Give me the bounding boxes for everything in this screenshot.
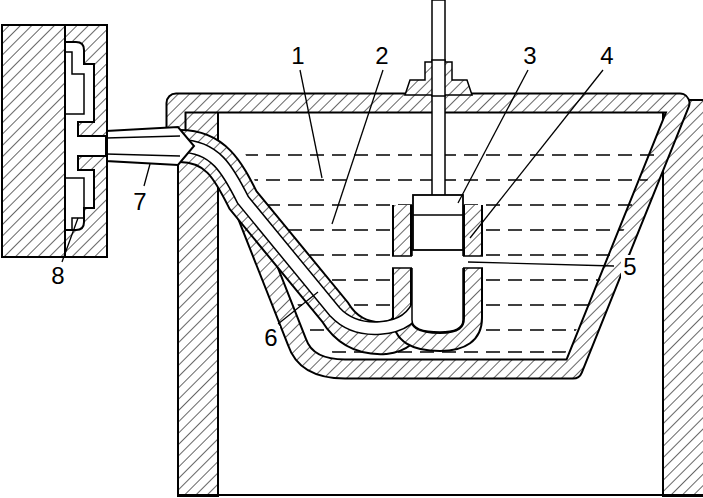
callout-number: 1 [289,44,306,68]
chamber [412,250,463,332]
nozzle-bore [106,154,180,156]
callout-wrap: 1 [289,44,306,68]
port-edge [392,255,412,257]
crucible-wall [176,103,680,369]
callout-number: 7 [131,190,148,214]
plunger-rod [432,0,445,196]
callout-number: 8 [49,264,66,288]
furnace-wall [663,100,703,496]
callout-wrap: 7 [131,190,148,214]
callout-number: 3 [521,44,538,68]
port-edge [463,267,483,269]
crucible [176,103,680,369]
moving-die [65,25,107,257]
leader-line [278,292,318,324]
leader-line [332,70,383,224]
leader-line [468,262,614,266]
gooseneck-outline [180,146,410,338]
inlet-port [390,256,414,268]
leader-line [458,70,528,203]
callout-wrap: 2 [373,44,390,68]
leader-line [62,218,78,262]
nozzle-bore [106,136,180,138]
furnace-base [178,494,703,496]
leader-line [144,164,150,186]
metal-line [200,351,700,352]
port-edge [463,255,483,257]
plunger-ring [413,214,463,216]
callout-number: 6 [262,326,279,350]
callout-wrap: 8 [49,264,66,288]
die-cavity [65,42,106,230]
callout-wrap: 5 [621,255,638,279]
casting-profile [65,52,84,230]
callout-wrap: 4 [598,44,615,68]
callout-wrap: 6 [262,326,279,350]
leader-lines [62,70,614,324]
callout-wrap: 3 [521,44,538,68]
channel-outline [180,146,420,328]
nozzle [106,127,194,165]
callout-number: 4 [598,44,615,68]
metal-level [200,154,700,155]
callout-number: 5 [621,255,638,279]
gooseneck-wall [180,146,410,338]
crucible-outline [176,103,680,369]
callout-number: 2 [373,44,390,68]
port-edge [392,267,412,269]
fixed-die [2,25,65,257]
leader-line [470,70,603,238]
plunger [413,195,463,250]
metal-line [200,179,700,180]
channel [180,146,420,328]
leader-line [300,70,322,178]
plunger-rod [432,60,445,96]
